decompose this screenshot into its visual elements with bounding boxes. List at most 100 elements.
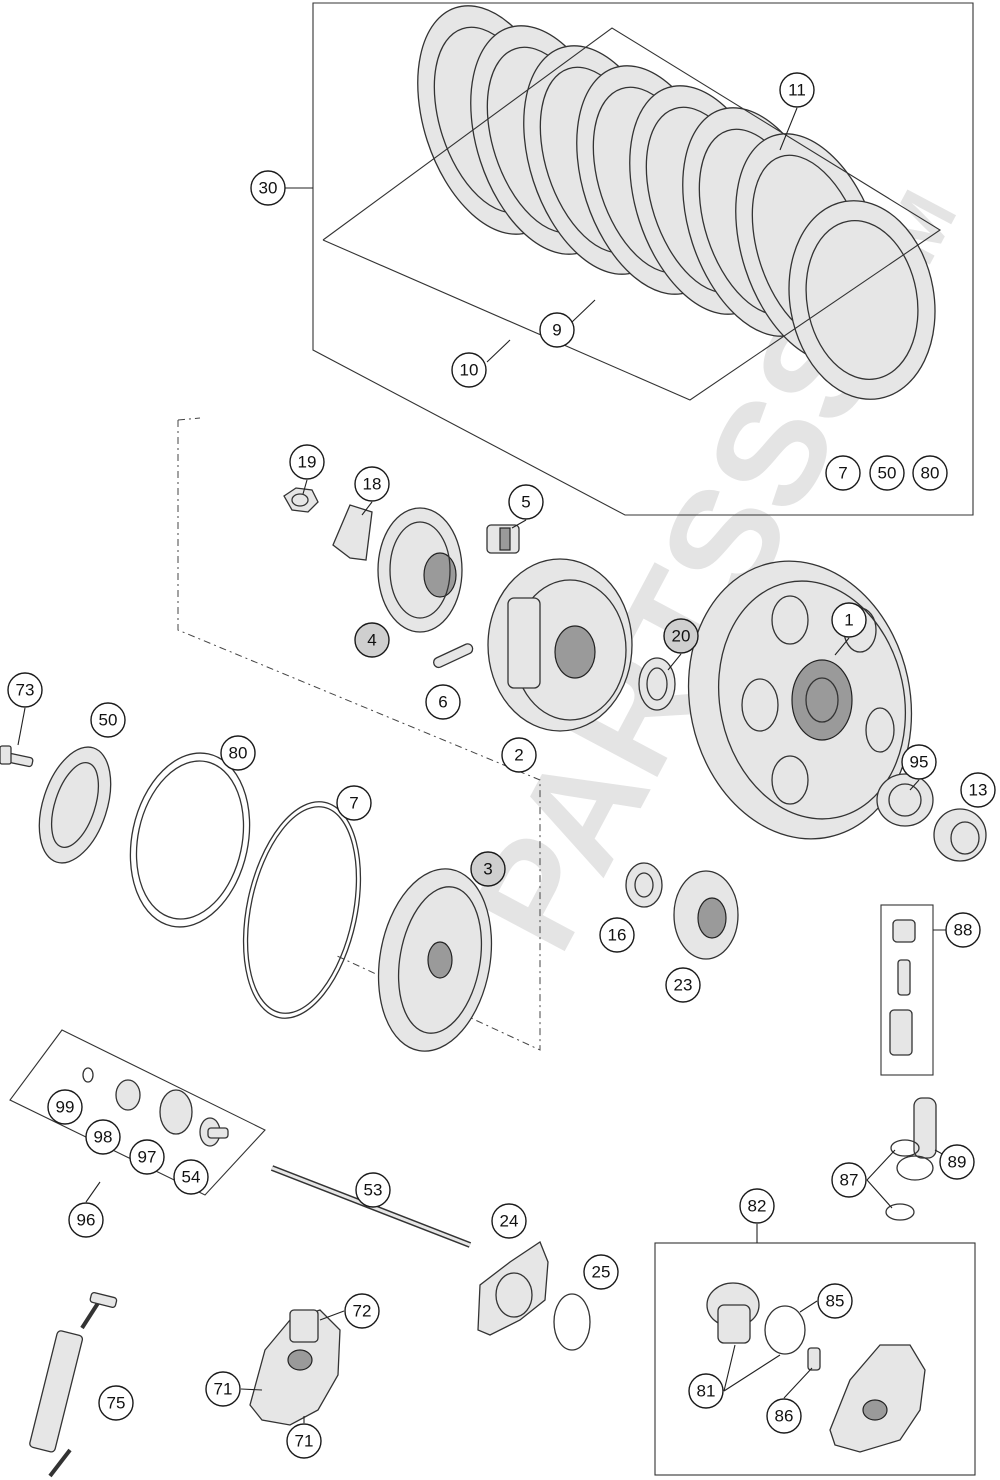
callout-circle [425,684,461,720]
callout-53: 53 [355,1172,391,1208]
callout-label: 13 [969,781,988,800]
callout-circle [354,466,390,502]
callout-circle [739,1188,775,1224]
callout-label: 10 [460,361,479,380]
callout-86: 86 [766,1398,802,1434]
callout-circle [451,352,487,388]
callout-circle [663,618,699,654]
callout-7: 7 [336,785,372,821]
callout-label: 80 [229,744,248,763]
callout-3: 3 [470,851,506,887]
callout-label: 11 [788,81,806,100]
callout-label: 89 [948,1153,967,1172]
callout-circle [205,1371,241,1407]
callout-label: 24 [500,1212,519,1231]
part-71-slave-cylinder [249,1309,341,1426]
callout-99: 99 [47,1089,83,1125]
callout-25: 25 [583,1254,619,1290]
callout-circle [173,1159,209,1195]
part-85-o-ring [764,1305,806,1355]
callout-89: 89 [939,1144,975,1180]
callout-label: 25 [592,1263,611,1282]
callout-30: 30 [250,170,286,206]
callout-label: 53 [364,1181,383,1200]
part-50-thrust-bearing [38,746,112,864]
part-2-inner-hub [487,558,633,732]
callout-circle [912,455,948,491]
callout-85: 85 [817,1283,853,1319]
callout-label: 98 [94,1128,113,1147]
callout-circle [68,1202,104,1238]
callout-13: 13 [960,772,996,808]
callout-label: 50 [878,464,897,483]
callout-label: 81 [697,1382,716,1401]
callout-circle [491,1203,527,1239]
callout-6: 6 [425,684,461,720]
callout-circle [825,455,861,491]
callout-23: 23 [665,967,701,1003]
callout-label: 1 [844,611,853,630]
callout-label: 82 [748,1197,767,1216]
callout-label: 97 [138,1148,157,1167]
callout-circle [688,1373,724,1409]
callout-2: 2 [501,737,537,773]
callout-16: 16 [599,917,635,953]
callout-54: 54 [173,1159,209,1195]
callout-20: 20 [663,618,699,654]
callout-11: 11 [779,72,815,108]
callout-circle [766,1398,802,1434]
callout-label: 50 [99,711,118,730]
part-88-bleeder-kit [880,904,934,1076]
callout-1: 1 [831,602,867,638]
part-89-banjo-fitting [896,1097,937,1181]
callout-72: 72 [344,1293,380,1329]
callout-label: 87 [840,1171,859,1190]
callout-circle [344,1293,380,1329]
callout-label: 19 [298,453,317,472]
callout-label: 72 [353,1302,372,1321]
callout-circle [539,312,575,348]
callout-71: 71 [205,1371,241,1407]
callout-73: 73 [7,672,43,708]
callout-5: 5 [508,484,544,520]
callout-circle [354,622,390,658]
callout-label: 5 [521,493,530,512]
callout-label: 18 [363,475,382,494]
callout-circle [599,917,635,953]
callout-label: 16 [608,926,627,945]
callout-circle [470,851,506,887]
part-23-gear [673,870,739,960]
part-16-nut [625,862,663,908]
callout-19: 19 [289,444,325,480]
callout-circle [817,1283,853,1319]
slave-cylinder-82 [829,1344,926,1453]
part-6-pin [432,643,474,669]
plate-set-frame [312,2,974,516]
callout-circle [286,1423,322,1459]
callout-label: 99 [56,1098,75,1117]
callout-50: 50 [869,455,905,491]
callout-circle [220,735,256,771]
callout-50: 50 [90,702,126,738]
callout-label: 2 [514,746,523,765]
callout-label: 3 [483,860,492,879]
callout-circle [665,967,701,1003]
callout-7: 7 [825,455,861,491]
callout-label: 80 [921,464,940,483]
callout-circle [501,737,537,773]
callout-circle [779,72,815,108]
part-73-bolt [0,745,34,768]
callout-circle [250,170,286,206]
callout-circle [831,1162,867,1198]
part-75-syringe [29,1291,118,1478]
part-54-push-piece [199,1117,229,1147]
callout-circle [85,1119,121,1155]
part-81-piston [706,1282,760,1344]
part-25-ring [553,1293,591,1351]
group-96-frame [9,1029,266,1196]
callout-circle [508,484,544,520]
callout-87: 87 [831,1162,867,1198]
callout-label: 7 [838,464,847,483]
